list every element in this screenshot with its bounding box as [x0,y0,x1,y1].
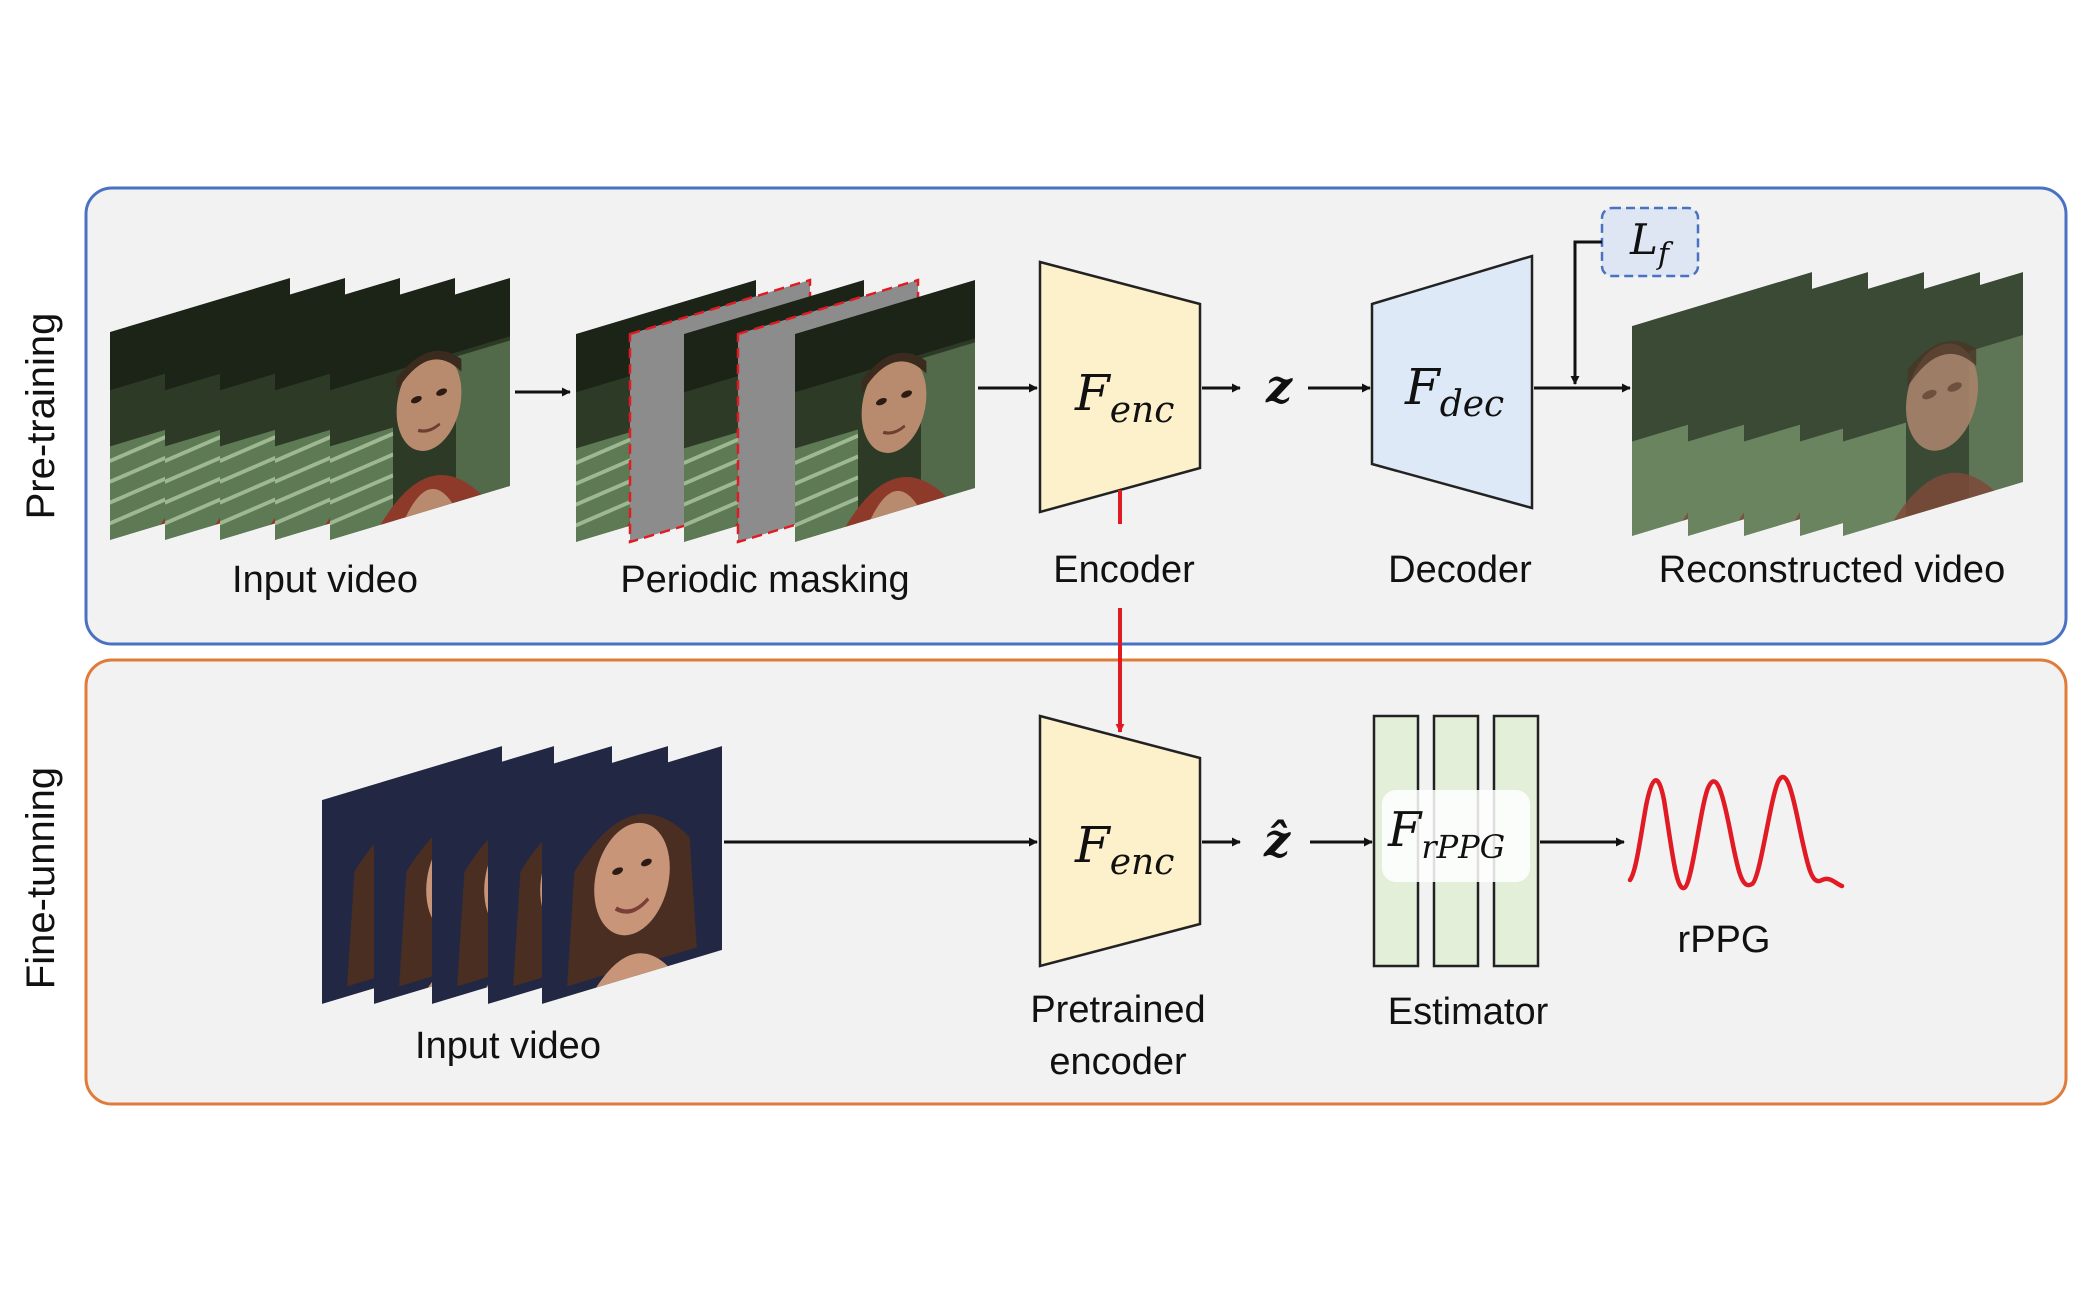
pretrained-encoder-symbol: Fenc [1074,816,1174,883]
pretraining-title: Pre-training [19,313,63,520]
estimator-symbol: FrPPG [1387,802,1505,866]
pretraining-encoder-symbol: Fenc [1074,364,1174,431]
pretrained-encoder-label-line1: Pretrained [1030,989,1205,1031]
estimator-block: FrPPG [1372,714,1540,968]
decoder-block [1370,254,1534,510]
pretraining-encoder-block [1038,260,1202,514]
estimator-symbol-backdrop [1382,790,1530,882]
rppg-label: rPPG [1678,919,1771,961]
arrow-loss-feedback [1570,240,1602,385]
pretraining-input-label: Input video [232,559,418,601]
pretrained-encoder-block [1038,714,1202,968]
decoder-label: Decoder [1388,549,1532,591]
latent-z-hat: ẑ [1263,813,1291,867]
periodic-masking-label: Periodic masking [620,559,909,601]
reconstructed-video [1632,272,2023,536]
finetuning-input-label: Input video [415,1025,601,1067]
periodic-masking-frames [576,278,975,544]
pretrained-encoder-label-line2: encoder [1049,1041,1187,1083]
pretraining-encoder-label: Encoder [1053,549,1195,591]
pretraining-input-video [110,278,510,540]
estimator-label: Estimator [1388,991,1549,1033]
reconstructed-label: Reconstructed video [1659,549,2005,591]
finetuning-title: Fine-tunning [19,767,63,989]
decoder-symbol: Fdec [1404,358,1504,425]
latent-z: z [1265,359,1293,413]
rppg-signal [1627,774,1845,891]
finetuning-input-video [322,746,722,1004]
